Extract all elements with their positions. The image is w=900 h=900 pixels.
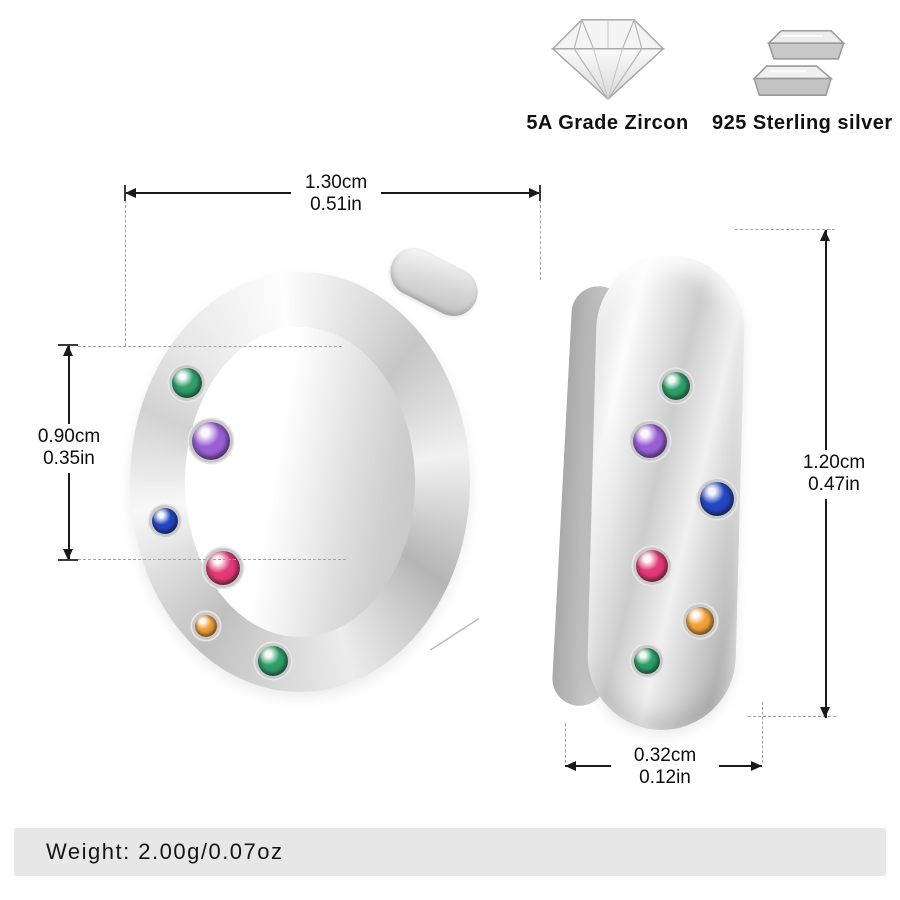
zircon-diamond-icon bbox=[520, 8, 695, 104]
arrow-up-icon bbox=[820, 230, 830, 241]
gem-side-purple bbox=[633, 424, 667, 458]
arrow-up-icon bbox=[63, 345, 73, 356]
zircon-badge: 5A Grade Zircon bbox=[520, 8, 695, 135]
value-cm: 1.30cm bbox=[304, 172, 368, 193]
zircon-badge-label: 5A Grade Zircon bbox=[526, 112, 689, 134]
dimension-label-front-inner-height: 0.90cm 0.35in bbox=[27, 424, 111, 473]
gem-front-orange bbox=[195, 615, 217, 637]
arrow-right-icon bbox=[751, 761, 762, 771]
guide-dash-side-top bbox=[735, 229, 835, 230]
gem-front-pink bbox=[206, 551, 240, 585]
arrow-right-icon bbox=[529, 188, 540, 198]
value-inch: 0.35in bbox=[43, 448, 95, 470]
guide-dash-sidewidth-left bbox=[565, 723, 566, 763]
guide-dash-front-right bbox=[540, 200, 541, 280]
dimension-label-side-height: 1.20cm 0.47in bbox=[791, 450, 877, 499]
guide-dash-side-bottom bbox=[748, 716, 836, 717]
arrow-down-icon bbox=[820, 707, 830, 718]
silver-badge-label: 925 Sterling silver bbox=[712, 112, 893, 134]
gem-side-green bbox=[662, 372, 690, 400]
value-cm: 0.32cm bbox=[633, 745, 697, 766]
dimension-tick bbox=[124, 185, 126, 201]
dimension-label-front-width: 1.30cm 0.51in bbox=[291, 170, 381, 219]
guide-dash-inner-bottom bbox=[78, 559, 346, 560]
silver-bars-icon bbox=[712, 8, 892, 104]
gem-side-green-2 bbox=[634, 648, 660, 674]
guide-dash-front-left bbox=[125, 200, 126, 346]
guide-dash-sidewidth-right bbox=[762, 702, 763, 763]
gem-side-pink bbox=[636, 550, 668, 582]
value-cm: 1.20cm bbox=[802, 452, 866, 473]
value-cm: 0.90cm bbox=[37, 426, 101, 447]
value-inch: 0.47in bbox=[808, 474, 860, 496]
gem-front-green bbox=[172, 368, 202, 398]
arrow-left-icon bbox=[125, 188, 136, 198]
gem-side-blue bbox=[700, 482, 734, 516]
dimension-label-side-width: 0.32cm 0.12in bbox=[611, 743, 719, 792]
hoop-clasp-notch bbox=[427, 613, 479, 650]
silver-badge: 925 Sterling silver bbox=[712, 8, 892, 135]
arrow-down-icon bbox=[63, 549, 73, 560]
gem-front-green-2 bbox=[258, 646, 288, 676]
hoop-inner-surface bbox=[185, 327, 415, 637]
dimension-tick bbox=[58, 344, 78, 346]
guide-dash-inner-top bbox=[78, 346, 342, 347]
gem-front-purple bbox=[192, 422, 230, 460]
weight-bar: Weight: 2.00g/0.07oz bbox=[14, 828, 886, 876]
weight-text: Weight: 2.00g/0.07oz bbox=[46, 839, 284, 864]
arrow-left-icon bbox=[565, 761, 576, 771]
gem-front-blue bbox=[152, 508, 178, 534]
value-inch: 0.12in bbox=[639, 767, 691, 789]
value-inch: 0.51in bbox=[310, 194, 362, 216]
gem-side-orange bbox=[686, 607, 714, 635]
